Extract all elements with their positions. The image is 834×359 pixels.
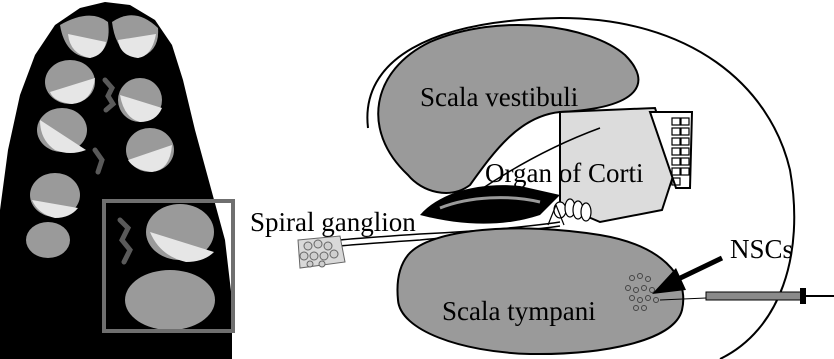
organ-of-corti-cells xyxy=(548,199,591,225)
turn-left-5 xyxy=(26,222,70,258)
spiral-ganglion-cluster xyxy=(298,236,345,268)
label-scala-vestibuli: Scala vestibuli xyxy=(420,82,578,112)
turn-right-2 xyxy=(118,78,162,122)
label-spiral-ganglion: Spiral ganglion xyxy=(250,207,416,237)
label-organ-of-corti: Organ of Corti xyxy=(485,158,643,188)
scala-tympani-chamber xyxy=(397,228,683,354)
turn-left-2 xyxy=(45,60,95,104)
turn-right-3 xyxy=(126,128,174,172)
injection-needle-icon xyxy=(660,288,834,304)
label-scala-tympani: Scala tympani xyxy=(442,296,596,326)
label-nscs: NSCs xyxy=(730,234,793,264)
cochlea-overview xyxy=(0,2,233,359)
